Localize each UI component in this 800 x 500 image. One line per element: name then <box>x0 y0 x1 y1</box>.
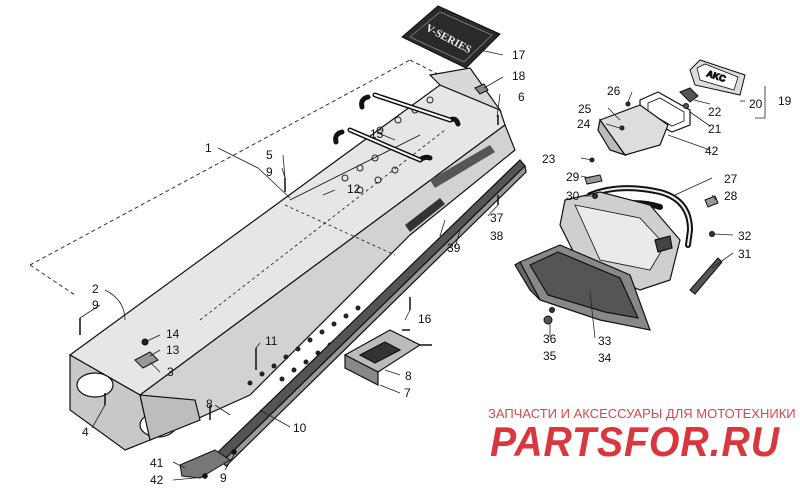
callout-8a: 8 <box>405 369 412 383</box>
running-board-rail <box>214 159 527 467</box>
callout-29: 29 <box>566 170 580 184</box>
watermark-brand: PARTSFOR.RU <box>490 418 781 465</box>
callout-labels: 1 2 3 4 5 6 7 8 8 9 9 9 10 11 12 13 14 1… <box>82 48 792 487</box>
tail-light-housing <box>597 104 669 157</box>
tunnel-assembly <box>68 67 516 451</box>
callout-4: 4 <box>82 425 89 439</box>
callout-31: 31 <box>738 247 752 261</box>
callout-42a: 42 <box>150 473 164 487</box>
callout-22: 22 <box>708 105 722 119</box>
callout-10: 10 <box>293 421 307 435</box>
callout-37: 37 <box>490 211 504 225</box>
callout-1: 1 <box>205 141 212 155</box>
callout-25: 25 <box>578 102 592 116</box>
callout-8b: 8 <box>206 397 213 411</box>
plate-clip <box>474 83 489 95</box>
rear-bumper-pad <box>179 449 231 479</box>
callout-9a: 9 <box>266 165 273 179</box>
callout-15: 15 <box>370 127 384 141</box>
callout-2: 2 <box>92 282 99 296</box>
callout-34: 34 <box>598 351 612 365</box>
callout-7: 7 <box>404 386 411 400</box>
callout-39: 39 <box>447 241 461 255</box>
callout-5: 5 <box>266 148 273 162</box>
snow-flap <box>514 244 651 331</box>
rear-bumper-highlight <box>589 187 692 246</box>
watermark: ЗАПЧАСТИ И АКСЕССУАРЫ ДЛЯ МОТОТЕХНИКИ PA… <box>488 406 796 465</box>
callout-41: 41 <box>150 456 164 470</box>
leader-lines <box>79 49 766 481</box>
callout-26: 26 <box>607 84 621 98</box>
callout-14: 14 <box>166 327 180 341</box>
callout-11: 11 <box>265 334 278 348</box>
side-reflector <box>689 257 723 295</box>
callout-28: 28 <box>724 189 738 203</box>
callout-21: 21 <box>708 122 722 136</box>
watermark-tagline: ЗАПЧАСТИ И АКСЕССУАРЫ ДЛЯ МОТОТЕХНИКИ <box>488 406 796 421</box>
callout-32: 32 <box>738 229 752 243</box>
callout-23: 23 <box>542 152 556 166</box>
fasteners <box>79 115 499 479</box>
callout-27: 27 <box>724 172 738 186</box>
callout-16: 16 <box>418 312 432 326</box>
watermark-brand-part2: FOR <box>624 418 710 465</box>
seat-platform-outline <box>29 59 441 296</box>
hitch-bracket <box>134 338 159 369</box>
callout-20: 20 <box>749 97 763 111</box>
callout-19: 19 <box>778 94 792 108</box>
callout-36: 36 <box>543 332 557 346</box>
callout-38: 38 <box>490 229 504 243</box>
callout-9c: 9 <box>220 471 227 485</box>
license-plate: V-SERIES <box>401 5 501 69</box>
callout-12: 12 <box>347 182 361 196</box>
callout-13: 13 <box>166 343 180 357</box>
watermark-brand-part3: .RU <box>710 418 781 465</box>
callout-9b: 9 <box>92 298 99 312</box>
footrest-bracket <box>343 329 422 386</box>
seat-grab-handles-inner <box>349 94 451 161</box>
tunnel-decal <box>405 145 495 232</box>
callout-33: 33 <box>598 334 612 348</box>
callout-42b: 42 <box>705 144 719 158</box>
callout-3: 3 <box>167 365 174 379</box>
callout-30: 30 <box>566 189 580 203</box>
callout-17: 17 <box>512 48 526 62</box>
callout-6: 6 <box>518 90 525 104</box>
watermark-brand-part1: PARTS <box>490 418 624 465</box>
callout-18: 18 <box>512 69 526 83</box>
callout-35: 35 <box>543 349 557 363</box>
small-hardware <box>543 101 719 325</box>
callout-24: 24 <box>577 117 591 131</box>
